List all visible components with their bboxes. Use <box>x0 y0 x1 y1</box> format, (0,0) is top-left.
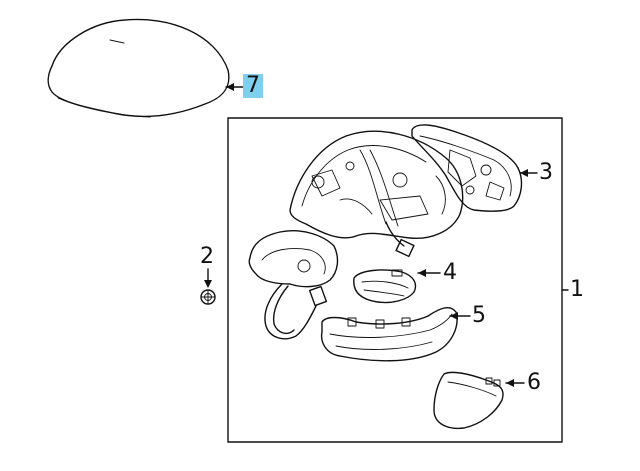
callout-3[interactable]: 3 <box>539 160 553 185</box>
callout-7-highlighted[interactable]: 7 <box>243 74 263 98</box>
callout-1[interactable]: 1 <box>570 277 584 302</box>
leader-5 <box>449 312 471 320</box>
leader-4 <box>417 269 441 277</box>
part-4-turn-signal[interactable] <box>353 269 417 304</box>
part-3-mirror-glass[interactable] <box>411 124 523 212</box>
callout-4[interactable]: 4 <box>443 260 457 285</box>
part-6-bottom-cover[interactable] <box>433 371 504 430</box>
leader-2 <box>204 268 212 288</box>
part-7-mirror-cover[interactable] <box>47 18 230 118</box>
leader-6 <box>505 379 525 387</box>
part-5-lower-cover[interactable] <box>320 306 458 362</box>
callout-6[interactable]: 6 <box>527 370 541 395</box>
callout-2[interactable]: 2 <box>200 244 214 269</box>
assembly-frame <box>227 117 563 443</box>
leader-7 <box>225 83 245 91</box>
leader-3 <box>519 169 538 177</box>
mirror-body[interactable] <box>248 130 464 288</box>
callout-5[interactable]: 5 <box>472 303 486 328</box>
wire-harness[interactable] <box>264 221 415 340</box>
part-2-nut[interactable] <box>200 289 216 305</box>
